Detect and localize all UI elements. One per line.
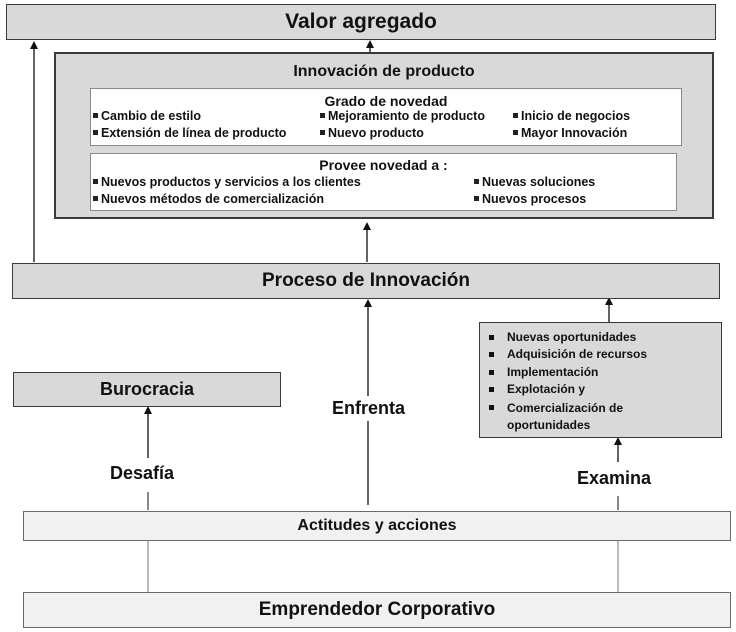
opportunity-item: Comercialización de oportunidades (489, 400, 682, 434)
label-examines: Examina (577, 468, 652, 488)
provides-item: Nuevos métodos de comercialización (93, 192, 324, 206)
opportunity-item: Implementación (488, 365, 599, 379)
provides-novelty-box: Provee novedad a : Nuevos productos y se… (90, 153, 677, 211)
degree-item: Inicio de negocios (513, 109, 630, 123)
value-added-box: Valor agregado (6, 4, 716, 40)
opportunity-item: Adquisición de recursos (488, 347, 648, 361)
novelty-degree-title: Grado de novedad (324, 93, 448, 109)
bureaucracy-box: Burocracia (13, 372, 281, 407)
degree-item: Nuevo producto (320, 126, 424, 140)
innovation-process-title: Proceso de Innovación (262, 270, 470, 291)
product-innovation-title: Innovación de producto (293, 63, 475, 80)
provides-item: Nuevas soluciones (474, 175, 595, 189)
innovation-process-box: Proceso de Innovación (12, 263, 720, 299)
degree-item: Extensión de línea de producto (93, 126, 286, 140)
degree-item: Mejoramiento de producto (320, 109, 485, 123)
entrepreneur-box: Emprendedor Corporativo (23, 592, 731, 628)
degree-item: Mayor Innovación (513, 126, 627, 140)
label-faces: Enfrenta (332, 396, 406, 421)
opportunity-item: Explotación y (488, 382, 586, 396)
entrepreneur-title: Emprendedor Corporativo (258, 599, 496, 620)
label-challenges: Desafía (110, 463, 175, 483)
value-added-title: Valor agregado (285, 10, 437, 33)
provides-item: Nuevos procesos (474, 192, 586, 206)
attitudes-title: Actitudes y acciones (297, 517, 457, 534)
novelty-degree-box: Grado de novedad Cambio de estilo Mejora… (90, 88, 682, 146)
provides-novelty-title: Provee novedad a : (319, 157, 448, 173)
opportunity-item: Nuevas oportunidades (488, 330, 637, 344)
provides-item: Nuevos productos y servicios a los clien… (93, 175, 361, 189)
opportunities-box: Nuevas oportunidades Adquisición de recu… (479, 322, 722, 438)
degree-item: Cambio de estilo (93, 109, 201, 123)
attitudes-box: Actitudes y acciones (23, 511, 731, 541)
bureaucracy-title: Burocracia (99, 379, 195, 399)
